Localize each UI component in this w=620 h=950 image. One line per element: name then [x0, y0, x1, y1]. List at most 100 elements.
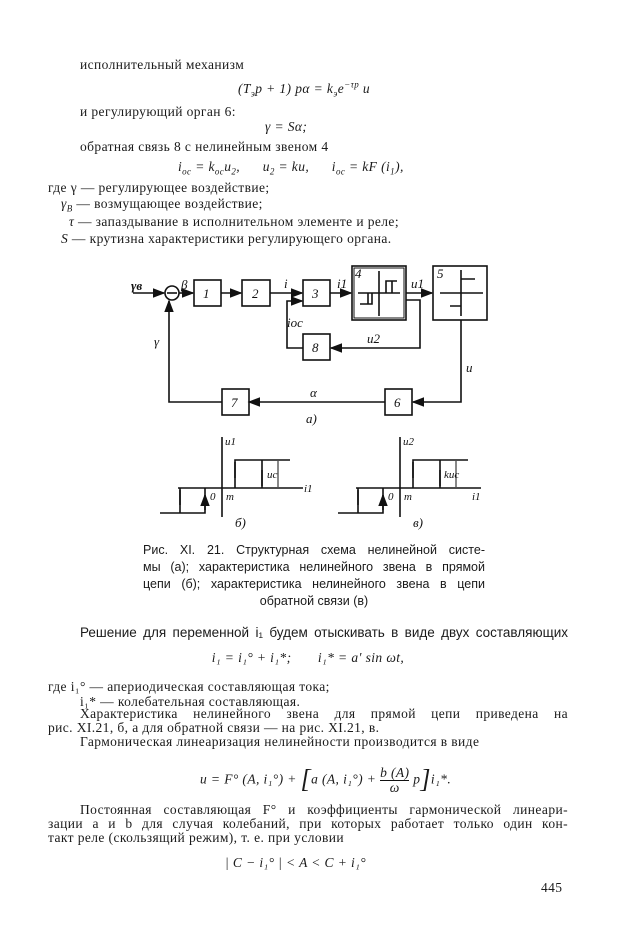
definition: i₁* — колебательная составляющая. [80, 694, 301, 709]
eq-part: u [359, 81, 371, 96]
def-symbol: γ [61, 196, 67, 211]
def-symbol: S [61, 231, 69, 246]
eq-part: −τp [344, 79, 360, 90]
fraction: b (A)ω [380, 765, 410, 795]
signal-label: u [466, 360, 473, 375]
equation-feedback: ioc = kocu2, u2 = ku, ioc = kF (i1), [178, 159, 404, 177]
block-label: 5 [437, 266, 444, 281]
equation-organ: γ = Sα; [265, 119, 308, 134]
eq-part: u = F° (A, i₁°) + [200, 771, 301, 787]
def-text: — запаздывание в исполнительном элементе… [74, 214, 399, 229]
block-8 [302, 333, 331, 361]
origin-label: 0 [210, 491, 216, 503]
eq-part: 2 [269, 166, 275, 177]
def-text: — возмущающее воздействие; [72, 196, 263, 211]
def-symbol-sub: B [66, 203, 73, 214]
fraction-denominator: ω [389, 780, 400, 795]
eq-part: u [224, 159, 232, 174]
block-label: 7 [231, 395, 238, 410]
def-symbol: τ [69, 214, 75, 229]
eq-part: = ku, i [274, 159, 336, 174]
part-label: в) [413, 515, 423, 530]
eq-part: oc [182, 166, 192, 177]
part-label: а) [306, 411, 317, 426]
eq-part: (T [238, 81, 251, 96]
def-symbol: где γ [48, 180, 78, 195]
eq-part: i [178, 159, 183, 174]
plot-forward-characteristic [160, 437, 303, 517]
threshold-label: m [226, 491, 234, 503]
fraction-numerator: b (A) [380, 765, 410, 781]
equation-decomposition: i₁ = i₁° + i₁*; i₁* = a′ sin ωt, [211, 650, 405, 665]
axis-label: i1 [472, 491, 481, 503]
eq-part: oc [214, 166, 225, 177]
text-line: и регулирующий орган 6: [80, 104, 236, 119]
paragraph-line: Решение для переменной i₁ будем отыскива… [80, 625, 568, 640]
bracket-close: ] [420, 764, 431, 794]
signal-label: γв [131, 278, 142, 293]
signal-label: u1 [411, 276, 424, 291]
figure-caption-line: Рис. XI. 21. Структурная схема нелинейно… [143, 543, 485, 557]
paragraph-line: такт реле (скользящий режим), т. е. при … [48, 830, 345, 845]
eq-part: ), [395, 159, 404, 174]
definition: τ — запаздывание в исполнительном элемен… [69, 214, 399, 230]
block-label: 1 [203, 286, 210, 301]
axis-label: u2 [403, 436, 415, 448]
figure-caption-line: цепи (б); характеристика нелинейного зве… [143, 577, 485, 591]
block-5 [432, 265, 488, 321]
eq-part: = k [191, 159, 215, 174]
signal-label: β [180, 277, 188, 292]
paragraph-line: Характеристика нелинейного звена для пря… [80, 706, 568, 721]
signal-label: u2 [367, 331, 381, 346]
block-label: 2 [252, 286, 259, 301]
paragraph-line: зации a и b для случая колебаний, при ко… [48, 816, 568, 831]
equation-condition: | C − i₁° | < A < C + i₁° [225, 855, 367, 870]
axis-label: i1 [304, 483, 313, 495]
figure-caption-line: обратной связи (в) [259, 594, 369, 608]
signal-label: ioc [287, 315, 303, 330]
eq-part: p + 1) pα = k [255, 81, 334, 96]
level-label: kuc [444, 469, 459, 481]
eq-part: э [250, 88, 256, 99]
eq-part: э [333, 88, 338, 99]
eq-part: a (A, i₁°) + [311, 771, 381, 787]
definition: где i₁° — апериодическая составляющая то… [48, 679, 330, 694]
equation-actuator: (Tэp + 1) pα = kэe−τp u [238, 79, 371, 99]
signal-label: i1 [337, 276, 347, 291]
eq-part: , u [236, 159, 270, 174]
eq-part: 2 [231, 166, 237, 177]
eq-part: = kF (i [345, 159, 391, 174]
axis-label: u1 [225, 436, 236, 448]
def-text: — крутизна характеристики регулирующего … [68, 231, 392, 246]
part-label: б) [235, 515, 246, 530]
text-line: обратная связь 8 с нелинейным звеном 4 [80, 139, 329, 154]
block-label: 4 [355, 266, 362, 281]
text-line: исполнительный механизм [80, 57, 245, 72]
equation-harmonic-linearization: u = F° (A, i₁°) + [a (A, i₁°) + b (A)ω p… [200, 766, 451, 795]
signal-label: α [310, 385, 318, 400]
paragraph-line: Гармоническая линеаризация нелинейности … [80, 734, 480, 749]
block-label: 6 [394, 395, 401, 410]
eq-part: p [413, 771, 421, 787]
level-label: uc [267, 469, 278, 481]
origin-label: 0 [388, 491, 394, 503]
block-label: 3 [311, 286, 319, 301]
figure-caption-line: мы (а); характеристика нелинейного звена… [143, 560, 485, 574]
definition: S — крутизна характеристики регулирующег… [61, 231, 392, 247]
block-label: 8 [312, 340, 319, 355]
signal-label: i [284, 276, 288, 291]
eq-part: 1 [390, 166, 396, 177]
eq-part: oc [335, 166, 346, 177]
threshold-label: m [404, 491, 412, 503]
paragraph-line: Постоянная составляющая F° и коэффициент… [80, 802, 568, 817]
def-text: — регулирующее воздействие; [77, 180, 270, 195]
definition: где γ — регулирующее воздействие; [48, 180, 270, 196]
signal-label: γ [154, 334, 160, 349]
page-number: 445 [541, 880, 563, 895]
eq-part: i₁*. [430, 771, 452, 787]
paragraph-line: рис. XI.21, б, а для обратной связи — на… [48, 720, 380, 735]
eq-part: e [337, 81, 345, 96]
plot-feedback-characteristic [338, 437, 481, 517]
